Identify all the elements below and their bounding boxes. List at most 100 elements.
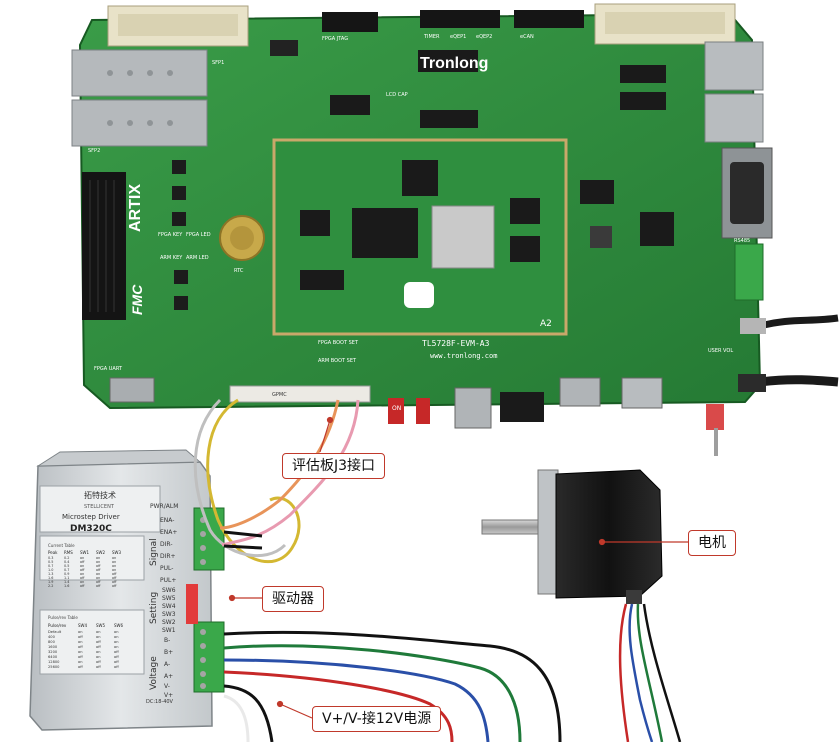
current-cell-0-0: 0.3	[48, 556, 53, 560]
pulse-cell-0-3: on	[114, 630, 118, 634]
pulse-cell-2-0: 800	[48, 640, 56, 644]
driver-product: Microstep Driver	[62, 513, 120, 521]
board-fpga-label: ARTIX	[127, 184, 144, 232]
pulse-cell-0-0: Default	[48, 630, 62, 634]
current-cell-6-3: off	[96, 580, 101, 584]
pulse-cell-5-3: off	[114, 655, 119, 659]
board-label-fpga-jtag: FPGA JTAG	[322, 36, 348, 42]
driver-brand-cn: 拓特技术	[84, 490, 116, 500]
stepper-driver	[29, 449, 225, 731]
board-label-arm-key: ARM KEY	[160, 255, 183, 261]
pulse-cell-1-3: on	[114, 635, 118, 639]
callout-j3-interface: 评估板J3接口	[282, 453, 386, 479]
pin-ena-plus: ENA+	[160, 529, 177, 536]
pin-sw2: SW2	[162, 619, 176, 626]
current-cell-5-3: on	[96, 576, 100, 580]
pulse-cell-3-2: off	[96, 645, 101, 649]
current-cell-7-3: off	[96, 584, 101, 588]
callout-motor: 电机	[688, 530, 736, 556]
pin-b-minus: B-	[164, 637, 170, 644]
board-fmc-label: FMC	[129, 284, 145, 315]
pin-b-plus: B+	[164, 649, 173, 656]
driver-brand-en: STELLICENT	[84, 504, 115, 510]
current-cell-6-1: 1.4	[64, 580, 69, 584]
pulse-cell-7-1: off	[78, 665, 83, 669]
pulse-cell-5-2: on	[96, 655, 100, 659]
current-table-header-4: SW3	[112, 550, 121, 555]
pulse-table-header-2: SW5	[96, 623, 105, 628]
pin-ena-minus: ENA-	[160, 517, 174, 524]
current-cell-3-1: 0.7	[64, 568, 69, 572]
pulse-cell-3-1: off	[78, 645, 83, 649]
board-label-user-vol: USER VOL	[708, 348, 733, 354]
pulse-table-header-1: SW4	[78, 623, 87, 628]
pulse-table-header-0: Pulse/rev	[48, 623, 67, 628]
evaluation-board	[71, 3, 773, 456]
board-label-rs485: RS485	[734, 238, 750, 244]
pulse-table-title: Pulse/rev Table	[48, 615, 78, 620]
board-label-sfp2: SFP2	[88, 148, 100, 154]
pulse-cell-1-2: on	[96, 635, 100, 639]
driver-model: DM320C	[70, 524, 112, 534]
current-cell-4-2: on	[80, 572, 84, 576]
board-label-arm-led: ARM LED	[186, 255, 209, 261]
pulse-table-header-3: SW6	[114, 623, 123, 628]
current-cell-2-0: 0.7	[48, 564, 53, 568]
board-label-fpga-key: FPGA KEY	[158, 232, 183, 238]
current-cell-2-4: on	[112, 564, 116, 568]
board-label-eqep2: eQEP2	[476, 34, 492, 40]
pulse-cell-0-1: on	[78, 630, 82, 634]
current-cell-1-0: 0.5	[48, 560, 53, 564]
current-cell-6-2: on	[80, 580, 84, 584]
current-cell-1-1: 0.4	[64, 560, 69, 564]
board-label-fpga-uart: FPGA UART	[94, 366, 123, 372]
callout-driver: 驱动器	[262, 586, 324, 612]
current-cell-6-4: off	[112, 580, 117, 584]
current-cell-3-3: off	[96, 568, 101, 572]
board-label-rtc: RTC	[234, 268, 244, 274]
board-label-on: ON	[392, 405, 401, 412]
group-voltage: Voltage	[149, 656, 159, 690]
pulse-cell-2-2: off	[96, 640, 101, 644]
pulse-cell-5-0: 6400	[48, 655, 58, 659]
pin-dir-minus: DIR-	[160, 541, 172, 548]
pin-sw4: SW4	[162, 603, 176, 610]
current-cell-0-2: on	[80, 556, 84, 560]
board-label-arm-boot-set: ARM BOOT SET	[318, 358, 357, 364]
current-table-title: Current Table	[48, 543, 75, 548]
callout-power: V+/V-接12V电源	[312, 706, 442, 732]
board-site: www.tronlong.com	[430, 352, 497, 360]
pulse-cell-7-2: off	[96, 665, 101, 669]
pin-dir-plus: DIR+	[160, 553, 176, 560]
current-cell-3-2: off	[80, 568, 85, 572]
pulse-cell-7-0: 25600	[48, 665, 60, 669]
pulse-cell-2-3: on	[114, 640, 118, 644]
current-table-header-1: RMS	[64, 550, 73, 555]
pin-sw1: SW1	[162, 627, 176, 634]
current-cell-4-4: off	[112, 572, 117, 576]
pin-sw6: SW6	[162, 587, 176, 594]
current-table-header-0: Peak	[48, 550, 58, 555]
board-label-fpga-led: FPGA LED	[186, 232, 211, 238]
pulse-cell-4-2: on	[96, 650, 100, 654]
pulse-cell-0-2: on	[96, 630, 100, 634]
current-cell-7-4: off	[112, 584, 117, 588]
pin-pul-minus: PUL-	[160, 565, 173, 572]
board-model: TL5728F-EVM-A3	[422, 339, 490, 348]
board-label-sfp1: SFP1	[212, 60, 224, 66]
pulse-cell-3-3: on	[114, 645, 118, 649]
pulse-cell-4-1: on	[78, 650, 82, 654]
current-cell-2-2: on	[80, 564, 84, 568]
board-label-ecan: eCAN	[520, 34, 534, 40]
current-cell-5-4: off	[112, 576, 117, 580]
current-cell-0-4: on	[112, 556, 116, 560]
board-brand: Tronlong	[420, 55, 488, 72]
pulse-cell-2-1: on	[78, 640, 82, 644]
current-cell-7-1: 1.6	[64, 584, 69, 588]
pulse-cell-7-3: off	[114, 665, 119, 669]
current-cell-3-4: on	[112, 568, 116, 572]
current-cell-0-1: 0.2	[64, 556, 69, 560]
current-table-header-2: SW1	[80, 550, 89, 555]
